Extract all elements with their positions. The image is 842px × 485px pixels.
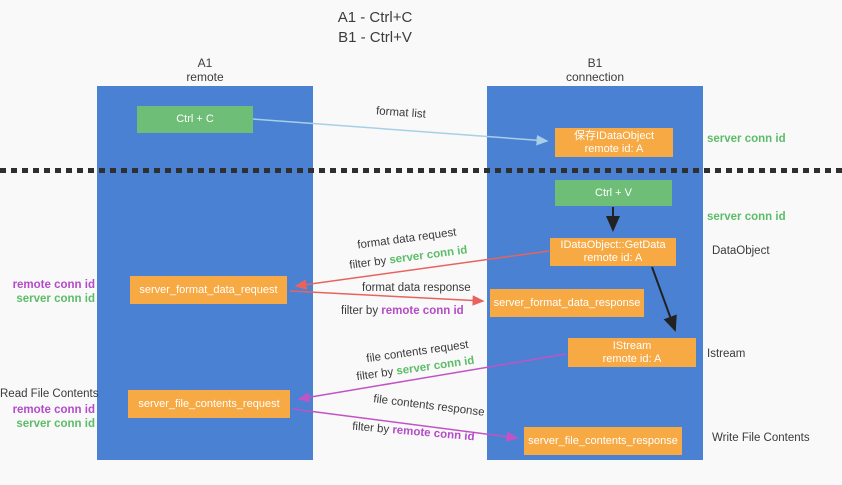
server-conn-id-text: server conn id — [388, 244, 469, 267]
server-conn-id-label-top: server conn id — [707, 133, 786, 145]
diagram-title: A1 - Ctrl+C B1 - Ctrl+V — [280, 8, 470, 48]
node-ctrl-c: Ctrl + C — [137, 106, 253, 133]
title-line-2: B1 - Ctrl+V — [338, 29, 412, 46]
server-conn-id-label-left-bottom: server conn id — [16, 418, 95, 430]
ctrl-v-label: Ctrl + V — [595, 186, 632, 199]
dataobject-label: DataObject — [712, 245, 770, 257]
node-ctrl-v: Ctrl + V — [555, 180, 672, 206]
node-idataobject-getdata: IDataObject::GetData remote id: A — [550, 238, 676, 266]
save-idataobject-line1: 保存IDataObject — [573, 129, 655, 142]
format-request-label: server_format_data_request — [139, 283, 278, 296]
lane-a1-subtitle: remote — [186, 70, 224, 84]
format-response-filter-label: filter by remote conn id — [341, 305, 464, 317]
write-file-contents-label: Write File Contents — [712, 432, 810, 444]
filter-by-text: filter by — [341, 305, 382, 317]
node-server-format-data-request: server_format_data_request — [130, 276, 287, 304]
server-conn-id-label-left-mid: server conn id — [16, 293, 95, 305]
server-conn-id-label-mid: server conn id — [707, 211, 786, 223]
file-request-label: server_file_contents_request — [138, 397, 280, 410]
format-list-label: format list — [375, 105, 427, 121]
getdata-line1: IDataObject::GetData — [560, 239, 666, 251]
file-response-filter-label: filter by remote conn id — [352, 421, 475, 444]
remote-conn-id-label-mid: remote conn id — [12, 279, 95, 291]
istream-line2: remote id: A — [602, 352, 662, 365]
remote-conn-id-label-bottom: remote conn id — [12, 404, 95, 416]
remote-conn-id-text: remote conn id — [391, 424, 475, 444]
filter-by-text: filter by — [351, 420, 393, 437]
title-line-1: A1 - Ctrl+C — [337, 9, 413, 26]
file-response-label: server_file_contents_response — [528, 434, 678, 447]
file-contents-response-label: file contents response — [372, 393, 486, 419]
ctrl-c-label: Ctrl + C — [176, 113, 214, 125]
filter-by-text: filter by — [355, 365, 398, 384]
format-response-label: server_format_data_response — [493, 296, 641, 309]
format-data-response-label: format data response — [362, 282, 471, 294]
dotted-separator — [0, 168, 842, 173]
save-idataobject-line2: remote id: A — [584, 142, 644, 155]
lane-b1-subtitle: connection — [565, 70, 625, 84]
istream-side-label: Istream — [707, 348, 746, 360]
lane-header-b1: B1 connection — [487, 56, 703, 84]
filter-by-text: filter by — [348, 254, 391, 272]
getdata-line2: remote id: A — [583, 252, 643, 264]
node-server-format-data-response: server_format_data_response — [490, 289, 644, 317]
read-file-contents-label: Read File Contents — [0, 388, 99, 400]
node-istream: IStream remote id: A — [568, 338, 696, 367]
node-server-file-contents-response: server_file_contents_response — [524, 427, 682, 455]
istream-line1: IStream — [612, 339, 652, 352]
lane-b1-title: B1 — [587, 56, 603, 70]
remote-conn-id-text: remote conn id — [381, 305, 464, 317]
node-save-idataobject: 保存IDataObject remote id: A — [555, 128, 673, 157]
lane-a1-title: A1 — [197, 56, 213, 70]
lane-header-a1: A1 remote — [97, 56, 313, 84]
node-server-file-contents-request: server_file_contents_request — [128, 390, 290, 418]
